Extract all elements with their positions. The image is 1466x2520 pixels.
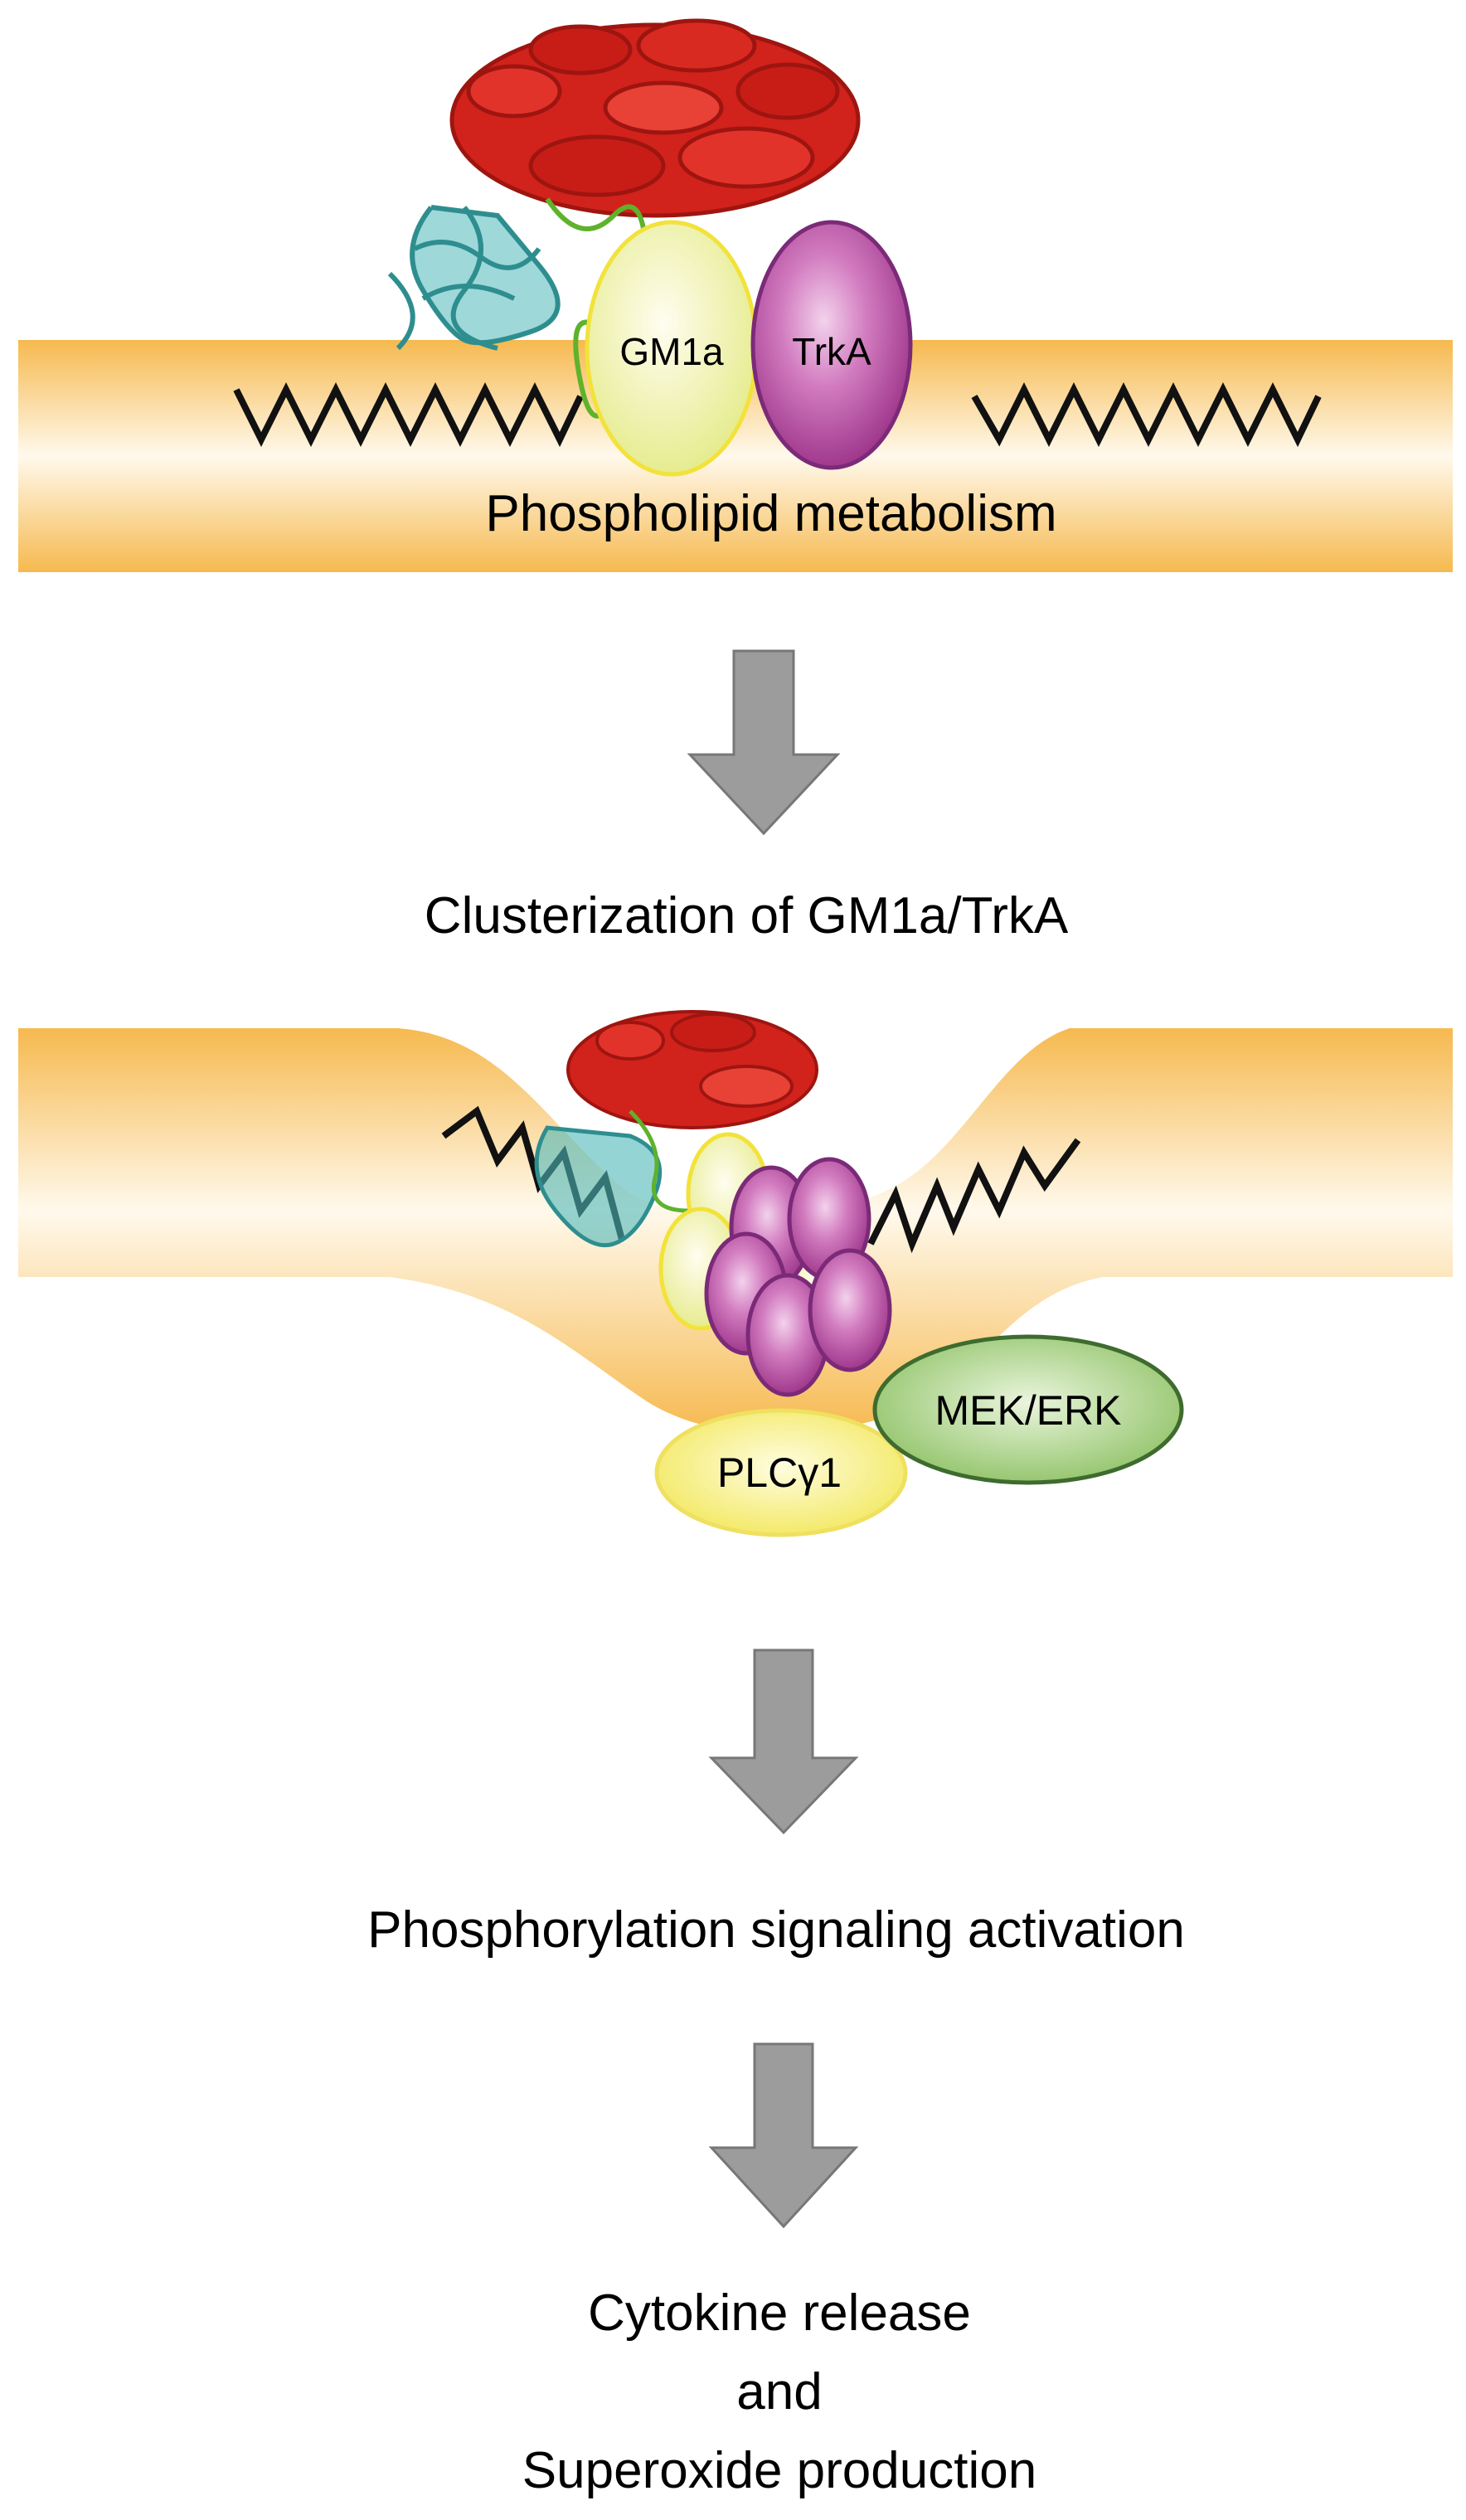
outcome-line-1: Cytokine release xyxy=(588,2285,971,2342)
teal-domain-small xyxy=(534,1125,663,1248)
mek-erk-label: MEK/ERK xyxy=(934,1387,1121,1434)
down-arrow-3 xyxy=(708,2042,859,2229)
protein-structure-small xyxy=(534,1010,818,1248)
teal-domain xyxy=(387,205,561,351)
outcome-line-3: Superoxide production xyxy=(522,2442,1036,2499)
outcome-line-2: and xyxy=(736,2363,822,2420)
top-membrane-panel: GM1a TrkA Phospholipid metabolism xyxy=(18,18,1453,572)
plc-gamma1-label: PLCγ1 xyxy=(717,1449,842,1496)
down-arrow-1 xyxy=(687,649,841,836)
red-domain xyxy=(449,18,861,218)
curved-lipid-tail-right xyxy=(867,1138,1081,1254)
green-linker-small xyxy=(629,1109,689,1213)
membrane-label: Phospholipid metabolism xyxy=(485,485,1056,542)
trka-label: TrkA xyxy=(792,330,871,373)
mek-erk-oval xyxy=(872,1334,1184,1485)
down-arrow-2 xyxy=(708,1648,859,1835)
gm1a-label: GM1a xyxy=(619,330,724,373)
red-domain-small xyxy=(566,1010,818,1129)
bottom-membrane-panel: PLCγ1 MEK/ERK xyxy=(18,1010,1453,1537)
lipid-tail-zigzag-left xyxy=(233,382,584,448)
phosphorylation-label: Phosphorylation signaling activation xyxy=(367,1901,1185,1959)
lipid-tail-zigzag-right xyxy=(971,382,1322,448)
gm1a-trka-cluster xyxy=(658,1132,892,1397)
protein-structure xyxy=(387,18,861,419)
plc-gamma1-oval xyxy=(654,1408,908,1537)
trka-oval xyxy=(750,220,913,470)
clusterization-label: Clusterization of GM1a/TrkA xyxy=(425,887,1069,944)
trka-cluster-oval xyxy=(808,1248,892,1372)
